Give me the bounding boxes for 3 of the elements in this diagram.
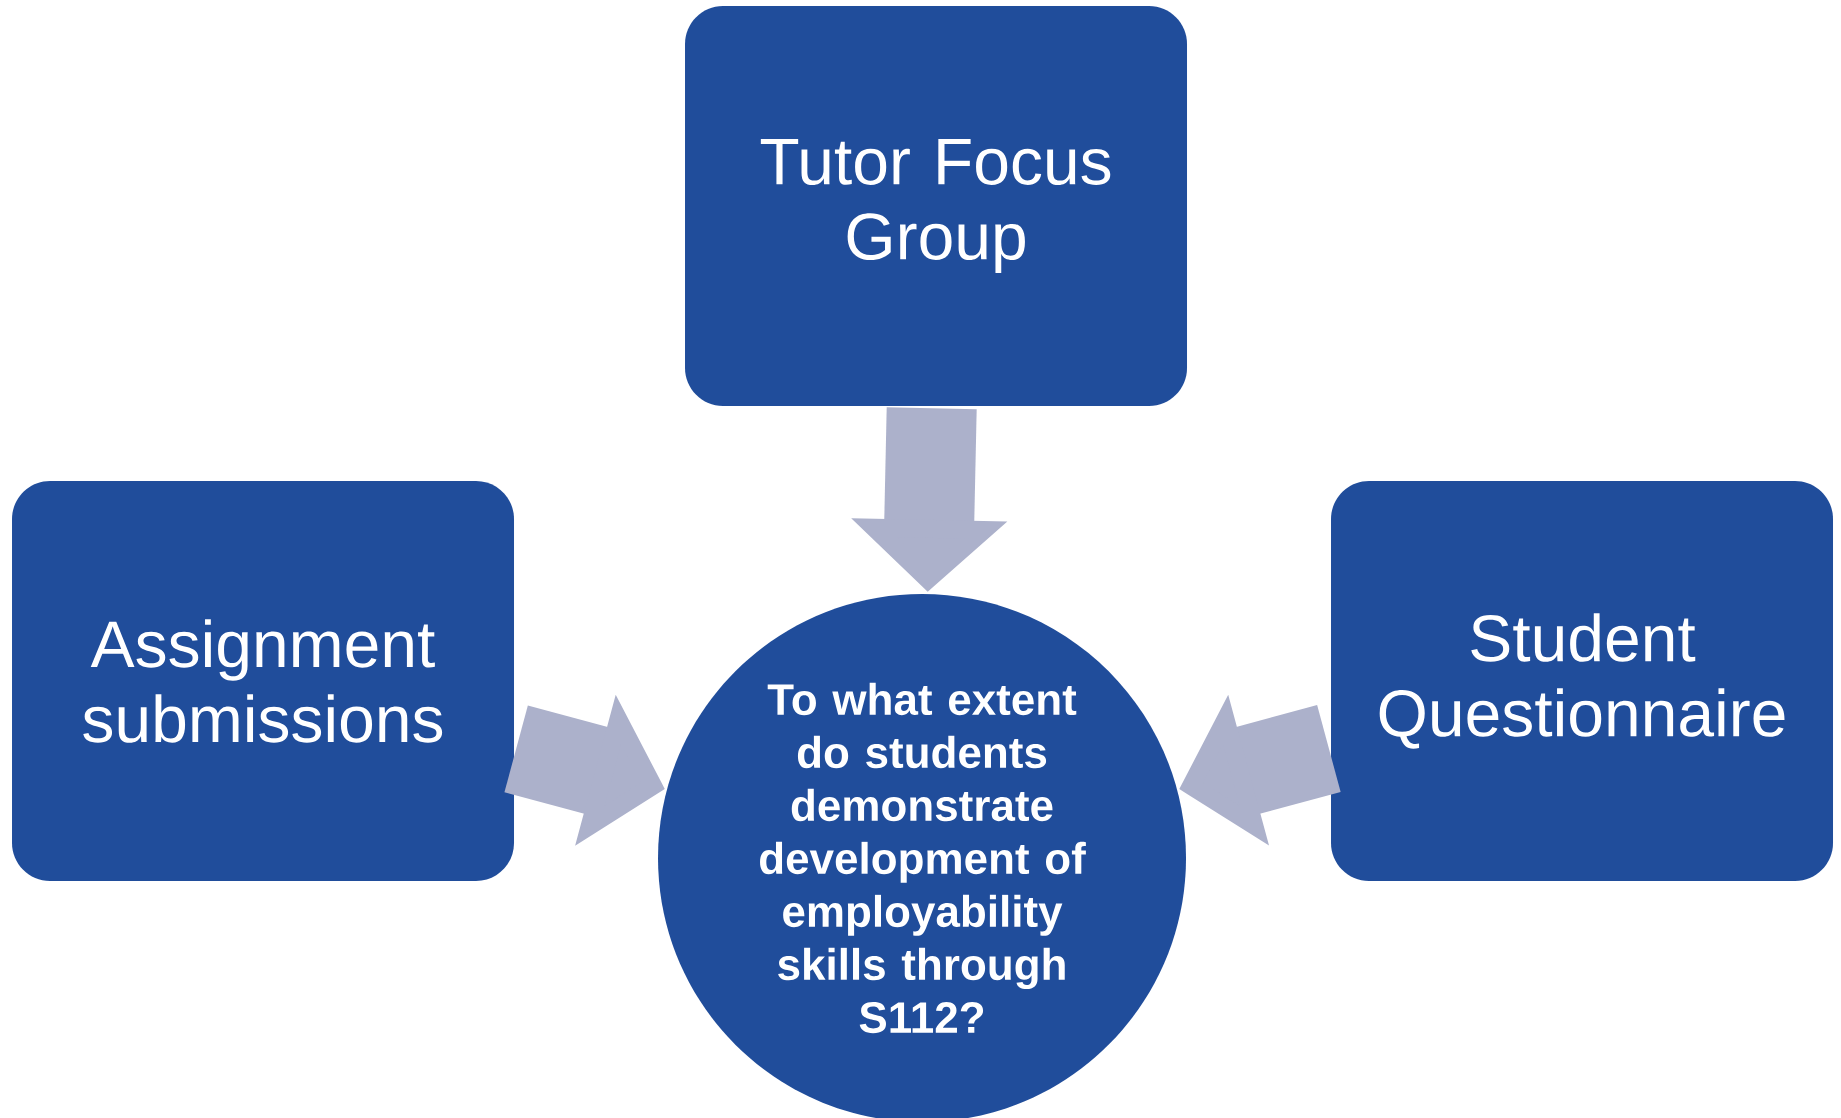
process-box: Tutor Focus Group xyxy=(685,6,1187,406)
process-box: Student Questionnaire xyxy=(1331,481,1833,881)
process-box: Assignment submissions xyxy=(12,481,514,881)
